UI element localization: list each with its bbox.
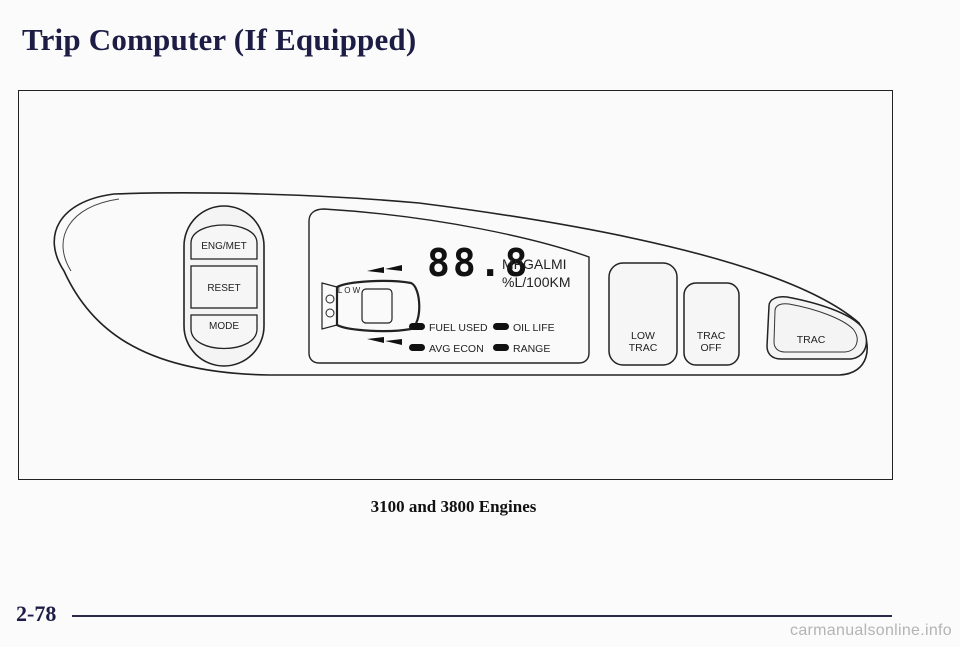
fuel-used-label: FUEL USED (429, 322, 488, 334)
unit-top-label: MPGALMI (502, 256, 567, 272)
trac-indicator-label: TRAC (797, 334, 826, 346)
reset-button[interactable]: RESET (190, 265, 258, 309)
range-label: RANGE (513, 343, 550, 355)
low-trac-line2: TRAC (629, 342, 658, 354)
button-pod: ENG/MET RESET MODE (183, 205, 265, 367)
watermark: carmanualsonline.info (790, 622, 952, 639)
eng-met-label: ENG/MET (201, 241, 247, 252)
figure-caption: 3100 and 3800 Engines (370, 497, 537, 516)
low-trac-button[interactable]: LOW TRAC (608, 262, 678, 366)
washer-low-label: L O W (338, 286, 361, 295)
figure-frame: ENG/MET RESET MODE L O W (18, 90, 893, 480)
mode-label: MODE (209, 321, 239, 332)
trac-off-button[interactable]: TRAC OFF (683, 282, 740, 366)
indicator-avg-econ: AVG ECON (409, 343, 484, 355)
lcd-display: L O W 88.8 MPGALMI %L/100KM FUEL USED OI… (308, 208, 590, 364)
door-arrow-icon (367, 267, 384, 273)
door-arrow-icon (385, 339, 402, 345)
page-title: Trip Computer (If Equipped) (22, 22, 417, 57)
indicator-fuel-used: FUEL USED (409, 322, 488, 334)
door-arrow-icon (385, 265, 402, 271)
lcd-digits: 88.8 (427, 241, 531, 285)
trip-computer-illustration: ENG/MET RESET MODE L O W (53, 192, 868, 376)
indicator-range: RANGE (493, 343, 550, 355)
indicator-oil-life: OIL LIFE (493, 322, 555, 334)
avg-econ-label: AVG ECON (429, 343, 484, 355)
footer-rule (72, 615, 892, 617)
oil-life-label: OIL LIFE (513, 322, 555, 334)
trac-off-line1: TRAC (697, 330, 726, 342)
eng-met-button[interactable]: ENG/MET (190, 224, 258, 260)
mode-button[interactable]: MODE (190, 314, 258, 349)
car-icon: L O W (321, 265, 421, 345)
unit-bottom-label: %L/100KM (502, 274, 570, 290)
door-arrow-icon (367, 337, 384, 343)
trac-off-line2: OFF (701, 342, 722, 354)
page-number: 2-78 (16, 601, 57, 626)
trac-indicator: TRAC (766, 296, 868, 360)
reset-label: RESET (207, 283, 240, 294)
low-trac-line1: LOW (631, 330, 655, 342)
